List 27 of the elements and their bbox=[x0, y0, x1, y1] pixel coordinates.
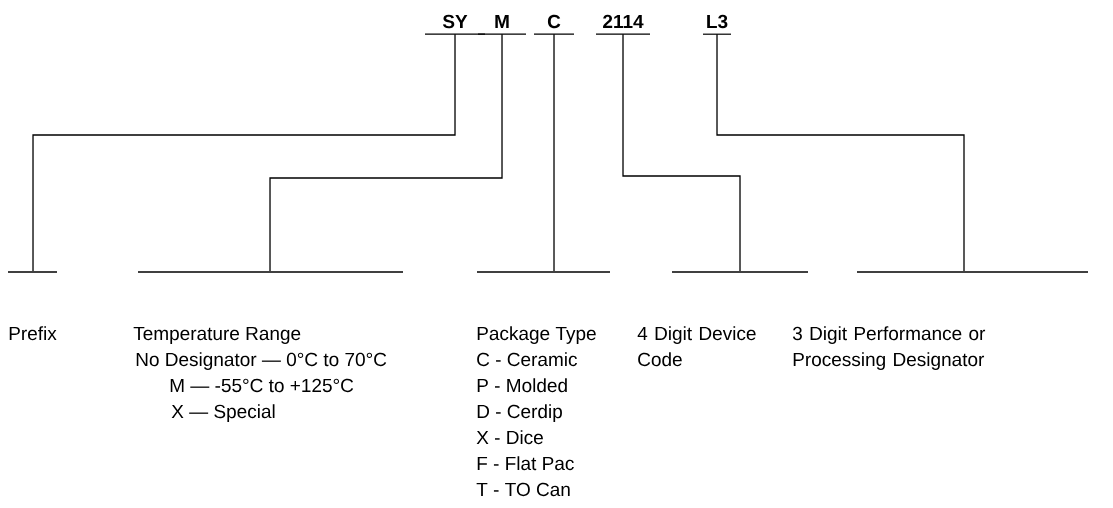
description-text: No Designator — 0°C to 70°C bbox=[136, 352, 387, 370]
connector-line bbox=[716, 33, 965, 272]
description-text: P - Molded bbox=[477, 378, 567, 393]
description-text: Prefix bbox=[9, 326, 57, 341]
bar-line bbox=[8, 271, 57, 273]
description-text: C - Ceramic bbox=[477, 352, 577, 367]
code-letter: C bbox=[533, 14, 575, 35]
description-text: D - Cerdip bbox=[477, 404, 562, 422]
description-text: M — -55°C to +125°C bbox=[170, 378, 354, 393]
bar-line bbox=[477, 271, 610, 273]
connector-line bbox=[269, 33, 503, 272]
description-text: F - Flat Pac bbox=[477, 456, 574, 471]
description-text: 3 Digit Performance or Processing Designator bbox=[792, 326, 986, 370]
connector-line bbox=[622, 33, 741, 272]
code-letter: 2114 bbox=[595, 14, 651, 35]
description-text: Package Type bbox=[477, 326, 596, 344]
description-text: 4 Digit Device Code bbox=[637, 326, 756, 367]
description-text: X — Special bbox=[171, 404, 275, 422]
description-text: T - TO Can bbox=[476, 482, 570, 497]
code-letter: L3 bbox=[702, 14, 732, 35]
connector-line bbox=[32, 33, 456, 272]
bar-line bbox=[857, 271, 1088, 273]
description-text: X - Dice bbox=[476, 430, 543, 445]
bar-line bbox=[672, 271, 808, 273]
bar-line bbox=[138, 271, 403, 273]
connector-line bbox=[553, 33, 555, 272]
description-text: Temperature Range bbox=[133, 326, 301, 344]
